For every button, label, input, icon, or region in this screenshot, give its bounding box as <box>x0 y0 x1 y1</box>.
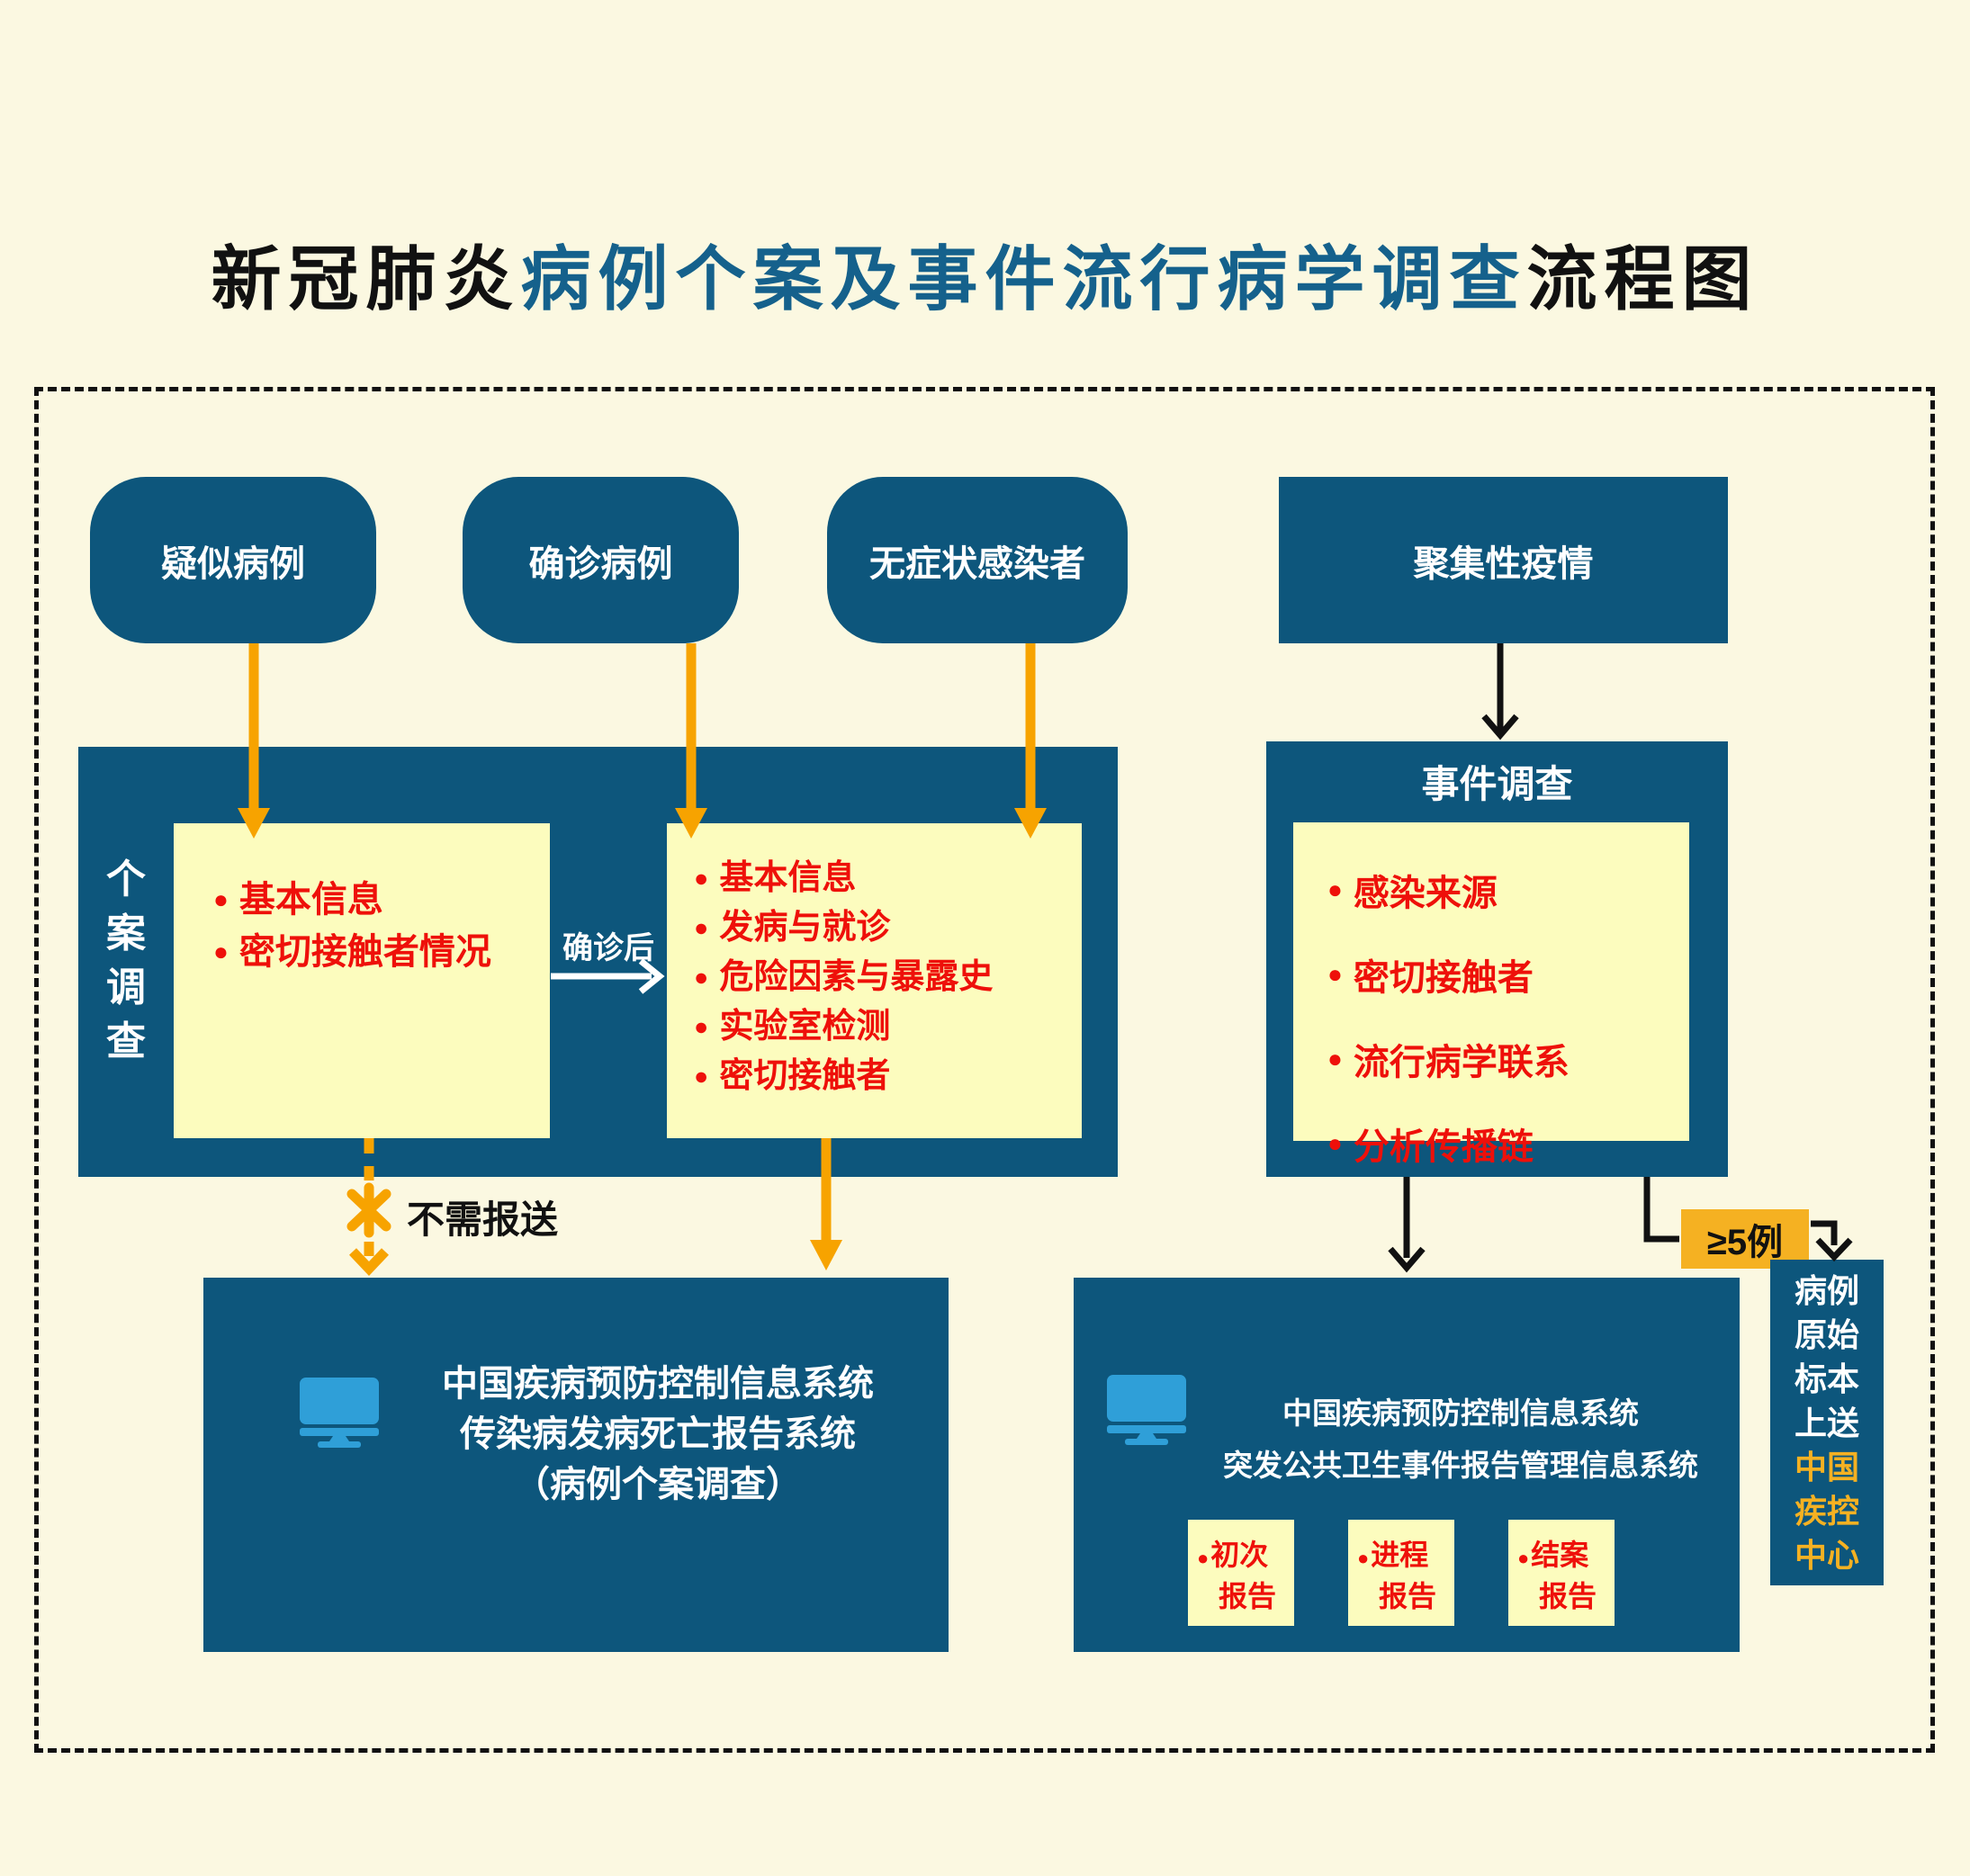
system-line: 突发公共卫生事件报告管理信息系统 <box>1223 1449 1698 1482</box>
form-item-label: 感染来源 <box>1353 874 1498 913</box>
page-title: 新冠肺炎病例个案及事件流行病学调查流程图 <box>0 223 1970 324</box>
suspected-case-form: ● 基本信息 ● 密切接触者情况 <box>174 823 550 1138</box>
specimen-line: 原始 <box>1794 1316 1859 1353</box>
confirmed-case-form: ● 基本信息 ● 发病与就诊 ● 危险因素与暴露史 ● 实验室检测 ● 密切接触者 <box>667 823 1082 1138</box>
form-item-label: 密切接触者情况 <box>238 932 491 972</box>
bullet-icon: ● <box>694 1063 709 1090</box>
specimen-line: 病例 <box>1794 1272 1859 1309</box>
specimen-line-gold: 中国 <box>1794 1449 1859 1486</box>
node-confirmed-case: 确诊病例 <box>463 477 739 643</box>
bullet-icon: ● <box>1197 1547 1210 1569</box>
no-report-label: 不需报送 <box>407 1198 559 1241</box>
report-row: ●初次 报告 ●进程 报告 ●结案 报告 <box>1188 1520 1615 1626</box>
form-item: ● 分析传播链 <box>1327 1118 1689 1170</box>
form-item-label: 流行病学联系 <box>1353 1043 1570 1082</box>
report-line: 报告 <box>1379 1580 1437 1612</box>
form-item-label: 基本信息 <box>719 859 857 897</box>
diagram-dashed-frame <box>34 387 1935 1753</box>
node-asymptomatic-carrier: 无症状感染者 <box>827 477 1128 643</box>
report-line: 报告 <box>1219 1580 1277 1612</box>
bullet-icon: ● <box>213 938 229 965</box>
bullet-icon: ● <box>1517 1547 1530 1569</box>
side-label-char: 查 <box>106 1019 146 1064</box>
progress-report-card: ●进程 报告 <box>1348 1520 1454 1626</box>
form-item-label: 发病与就诊 <box>719 909 891 947</box>
threshold-ge5-label: ≥5例 <box>1681 1209 1809 1269</box>
form-item: ● 密切接触者 <box>1327 948 1689 1001</box>
bullet-icon: ● <box>1327 1045 1343 1073</box>
specimen-line-gold: 疾控 <box>1794 1493 1859 1530</box>
form-item: ● 密切接触者情况 <box>213 926 550 978</box>
title-segment-blue: 病例个案及事件流行病学调查 <box>520 239 1527 319</box>
bullet-icon: ● <box>213 885 229 913</box>
form-item: ● 基本信息 <box>213 874 550 926</box>
bullet-icon: ● <box>694 865 709 892</box>
specimen-line-gold: 中心 <box>1794 1537 1859 1574</box>
bullet-icon: ● <box>694 964 709 991</box>
report-label: 结案 <box>1531 1539 1589 1571</box>
form-item: ● 发病与就诊 <box>694 903 1082 953</box>
specimen-submission-box: 病例 原始 标本 上送 中国 疾控 中心 <box>1770 1260 1884 1585</box>
event-report-system-box: 中国疾病预防控制信息系统 突发公共卫生事件报告管理信息系统 ●初次 报告 ●进程… <box>1074 1278 1740 1652</box>
form-item-label: 危险因素与暴露史 <box>719 958 994 996</box>
event-investigation-form: ● 感染来源 ● 密切接触者 ● 流行病学联系 ● 分析传播链 <box>1293 822 1689 1167</box>
form-item: ● 密切接触者 <box>694 1052 1082 1101</box>
report-line: ●进程 <box>1357 1536 1454 1577</box>
side-label-char: 个 <box>106 857 146 902</box>
bullet-icon: ● <box>1327 960 1343 988</box>
form-item: ● 危险因素与暴露史 <box>694 953 1082 1002</box>
report-line: ●结案 <box>1517 1536 1615 1577</box>
report-label: 初次 <box>1210 1539 1269 1571</box>
after-confirmation-label: 确诊后 <box>562 931 654 965</box>
initial-report-card: ●初次 报告 <box>1188 1520 1294 1626</box>
form-item-label: 实验室检测 <box>719 1008 891 1046</box>
system-line: 中国疾病预防控制信息系统 <box>442 1364 874 1404</box>
bullet-icon: ● <box>694 914 709 941</box>
computer-monitor-icon <box>1107 1375 1186 1445</box>
report-line: 报告 <box>1539 1580 1597 1612</box>
form-item-label: 基本信息 <box>238 880 383 920</box>
title-segment-black-left: 新冠肺炎 <box>211 239 521 319</box>
form-item: ● 流行病学联系 <box>1327 1033 1689 1085</box>
form-item: ● 基本信息 <box>694 854 1082 903</box>
title-segment-black-right: 流程图 <box>1526 239 1759 319</box>
closing-report-card: ●结案 报告 <box>1508 1520 1615 1626</box>
case-report-system-box: 中国疾病预防控制信息系统 传染病发病死亡报告系统 （病例个案调查） <box>203 1278 949 1652</box>
form-item-label: 密切接触者 <box>719 1057 891 1095</box>
node-cluster-outbreak: 聚集性疫情 <box>1279 477 1728 643</box>
side-label-char: 调 <box>106 965 146 1010</box>
form-item-label: 密切接触者 <box>1353 958 1534 998</box>
system-line: 传染病发病死亡报告系统 <box>460 1414 856 1454</box>
system-line: 中国疾病预防控制信息系统 <box>1282 1396 1639 1430</box>
specimen-line: 上送 <box>1794 1405 1859 1441</box>
report-line: ●初次 <box>1197 1536 1294 1577</box>
system-line: （病例个案调查） <box>514 1465 802 1504</box>
node-suspected-case: 疑似病例 <box>90 477 376 643</box>
specimen-line: 标本 <box>1794 1360 1859 1397</box>
bullet-icon: ● <box>1327 875 1343 903</box>
bullet-icon: ● <box>1357 1547 1370 1569</box>
case-investigation-side-label: 个 案 调 查 <box>78 853 174 1069</box>
bullet-icon: ● <box>694 1013 709 1040</box>
event-investigation-title: 事件调查 <box>1421 763 1573 805</box>
case-report-system-text: 中国疾病预防控制信息系统 传染病发病死亡报告系统 （病例个案调查） <box>392 1359 923 1510</box>
report-label: 进程 <box>1371 1539 1429 1571</box>
form-item: ● 感染来源 <box>1327 864 1689 916</box>
side-label-char: 案 <box>106 911 146 956</box>
bullet-icon: ● <box>1327 1129 1343 1157</box>
form-item-label: 分析传播链 <box>1353 1127 1534 1167</box>
form-item: ● 实验室检测 <box>694 1002 1082 1052</box>
event-report-system-text: 中国疾病预防控制信息系统 突发公共卫生事件报告管理信息系统 <box>1200 1387 1722 1492</box>
computer-monitor-icon <box>300 1378 379 1448</box>
